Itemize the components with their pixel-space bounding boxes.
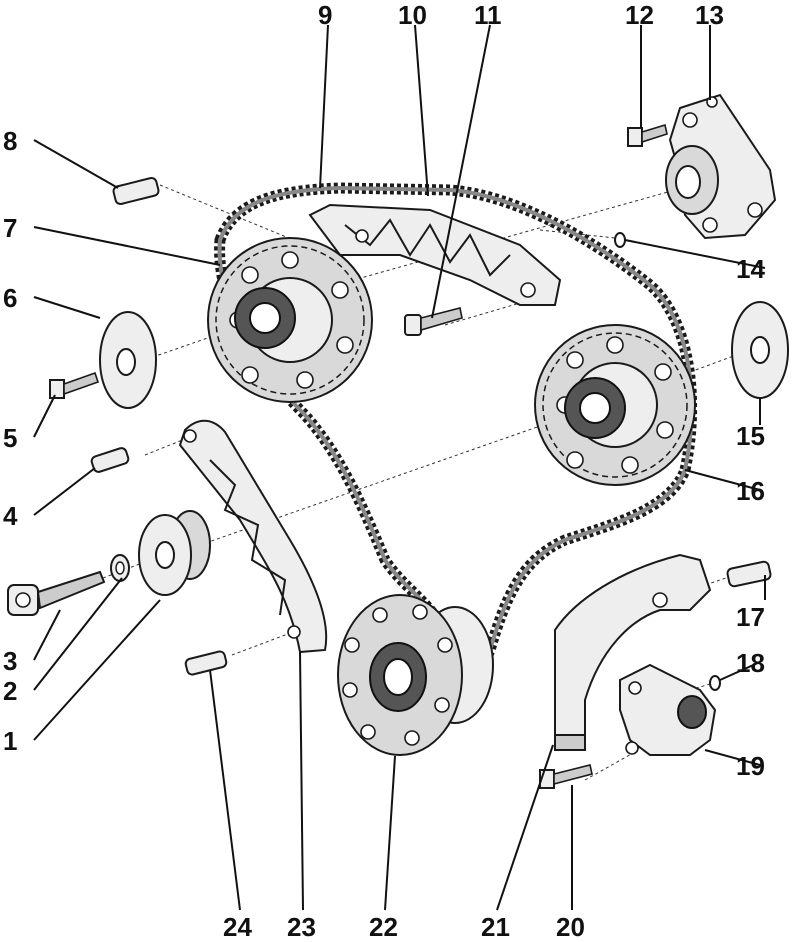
callout-13: 13 <box>695 0 724 30</box>
callout-19: 19 <box>736 751 765 781</box>
right-camshaft-sprocket <box>534 324 696 486</box>
callout-1: 1 <box>3 726 17 756</box>
callout-2: 2 <box>3 676 17 706</box>
o-ring-18 <box>709 675 721 691</box>
callout-10: 10 <box>398 0 427 30</box>
callout-16: 16 <box>736 476 765 506</box>
timing-chain <box>214 182 698 689</box>
washer-2 <box>110 554 130 582</box>
callout-22: 22 <box>369 912 398 942</box>
callout-5: 5 <box>3 423 17 453</box>
callout-8: 8 <box>3 126 17 156</box>
bolt-3 <box>7 570 106 616</box>
callout-17: 17 <box>736 602 765 632</box>
callout-4: 4 <box>3 501 18 531</box>
upper-chain-guide <box>308 203 562 306</box>
bearing-bracket <box>665 93 777 240</box>
callout-21: 21 <box>481 912 510 942</box>
pin-17 <box>726 560 772 588</box>
callout-6: 6 <box>3 283 17 313</box>
callout-24: 24 <box>223 912 252 942</box>
callout-9: 9 <box>318 0 332 30</box>
callout-12: 12 <box>625 0 654 30</box>
callout-18: 18 <box>736 648 765 678</box>
bolt-11 <box>404 307 463 336</box>
callout-14: 14 <box>736 254 765 284</box>
washer-15 <box>731 301 789 399</box>
callout-labels: 1 2 3 4 5 6 7 8 9 10 11 12 13 14 15 16 1… <box>3 0 765 942</box>
guide-rail <box>554 553 712 752</box>
bolt-20 <box>539 764 593 789</box>
callout-7: 7 <box>3 213 17 243</box>
callout-20: 20 <box>556 912 585 942</box>
tensioning-rail <box>178 419 328 654</box>
chain-tensioner <box>619 663 717 756</box>
bearing-bushing-1 <box>138 510 211 596</box>
crankshaft-sprocket <box>337 594 494 756</box>
pin-4 <box>90 447 130 473</box>
o-ring-14 <box>614 232 626 248</box>
pin-8 <box>112 177 160 205</box>
left-camshaft-sprocket <box>207 237 373 403</box>
washer-6 <box>99 311 157 409</box>
bolt-12 <box>627 123 668 147</box>
callout-15: 15 <box>736 421 765 451</box>
leader-lines <box>33 24 766 911</box>
callout-3: 3 <box>3 646 17 676</box>
callout-23: 23 <box>287 912 316 942</box>
pin-24 <box>184 650 228 676</box>
bolt-5 <box>49 371 100 399</box>
callout-11: 11 <box>474 0 502 30</box>
